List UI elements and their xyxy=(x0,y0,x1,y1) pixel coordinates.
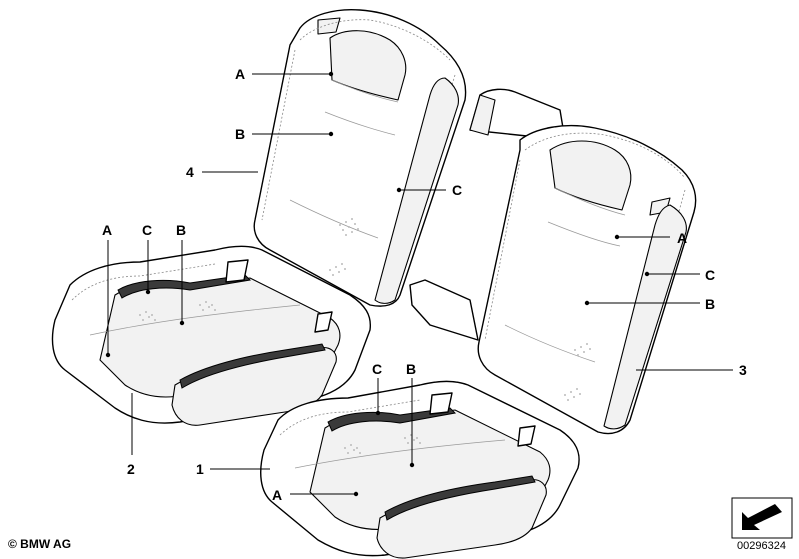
label-right-back-c: C xyxy=(705,267,715,283)
label-right-cushion-a: A xyxy=(272,487,282,503)
label-left-cushion-b: B xyxy=(176,222,186,238)
label-part-4: 4 xyxy=(186,164,194,180)
label-left-back-c: C xyxy=(452,182,462,198)
seat-cushion-left xyxy=(51,245,372,426)
callout-labels: A B C 4 A C B 2 A C B 3 C B A 1 xyxy=(102,66,747,503)
document-number: 00296324 xyxy=(737,540,786,552)
label-right-back-a: A xyxy=(677,230,687,246)
mesh-pattern xyxy=(329,218,359,276)
label-left-back-b: B xyxy=(235,126,245,142)
leader-lines xyxy=(105,71,733,497)
label-left-back-a: A xyxy=(235,66,245,82)
copyright-notice: © BMW AG xyxy=(8,537,72,551)
label-left-cushion-c: C xyxy=(142,222,152,238)
label-right-cushion-b: B xyxy=(406,361,416,377)
label-right-cushion-c: C xyxy=(372,361,382,377)
seat-back-right xyxy=(409,88,697,435)
label-left-cushion-a: A xyxy=(102,222,112,238)
label-right-back-b: B xyxy=(705,296,715,312)
label-part-3: 3 xyxy=(739,362,747,378)
label-part-1: 1 xyxy=(196,461,204,477)
seat-back-left xyxy=(253,8,467,307)
arrow-southwest-icon xyxy=(731,497,793,539)
label-part-2: 2 xyxy=(127,461,135,477)
seat-cushion-right xyxy=(260,380,580,559)
